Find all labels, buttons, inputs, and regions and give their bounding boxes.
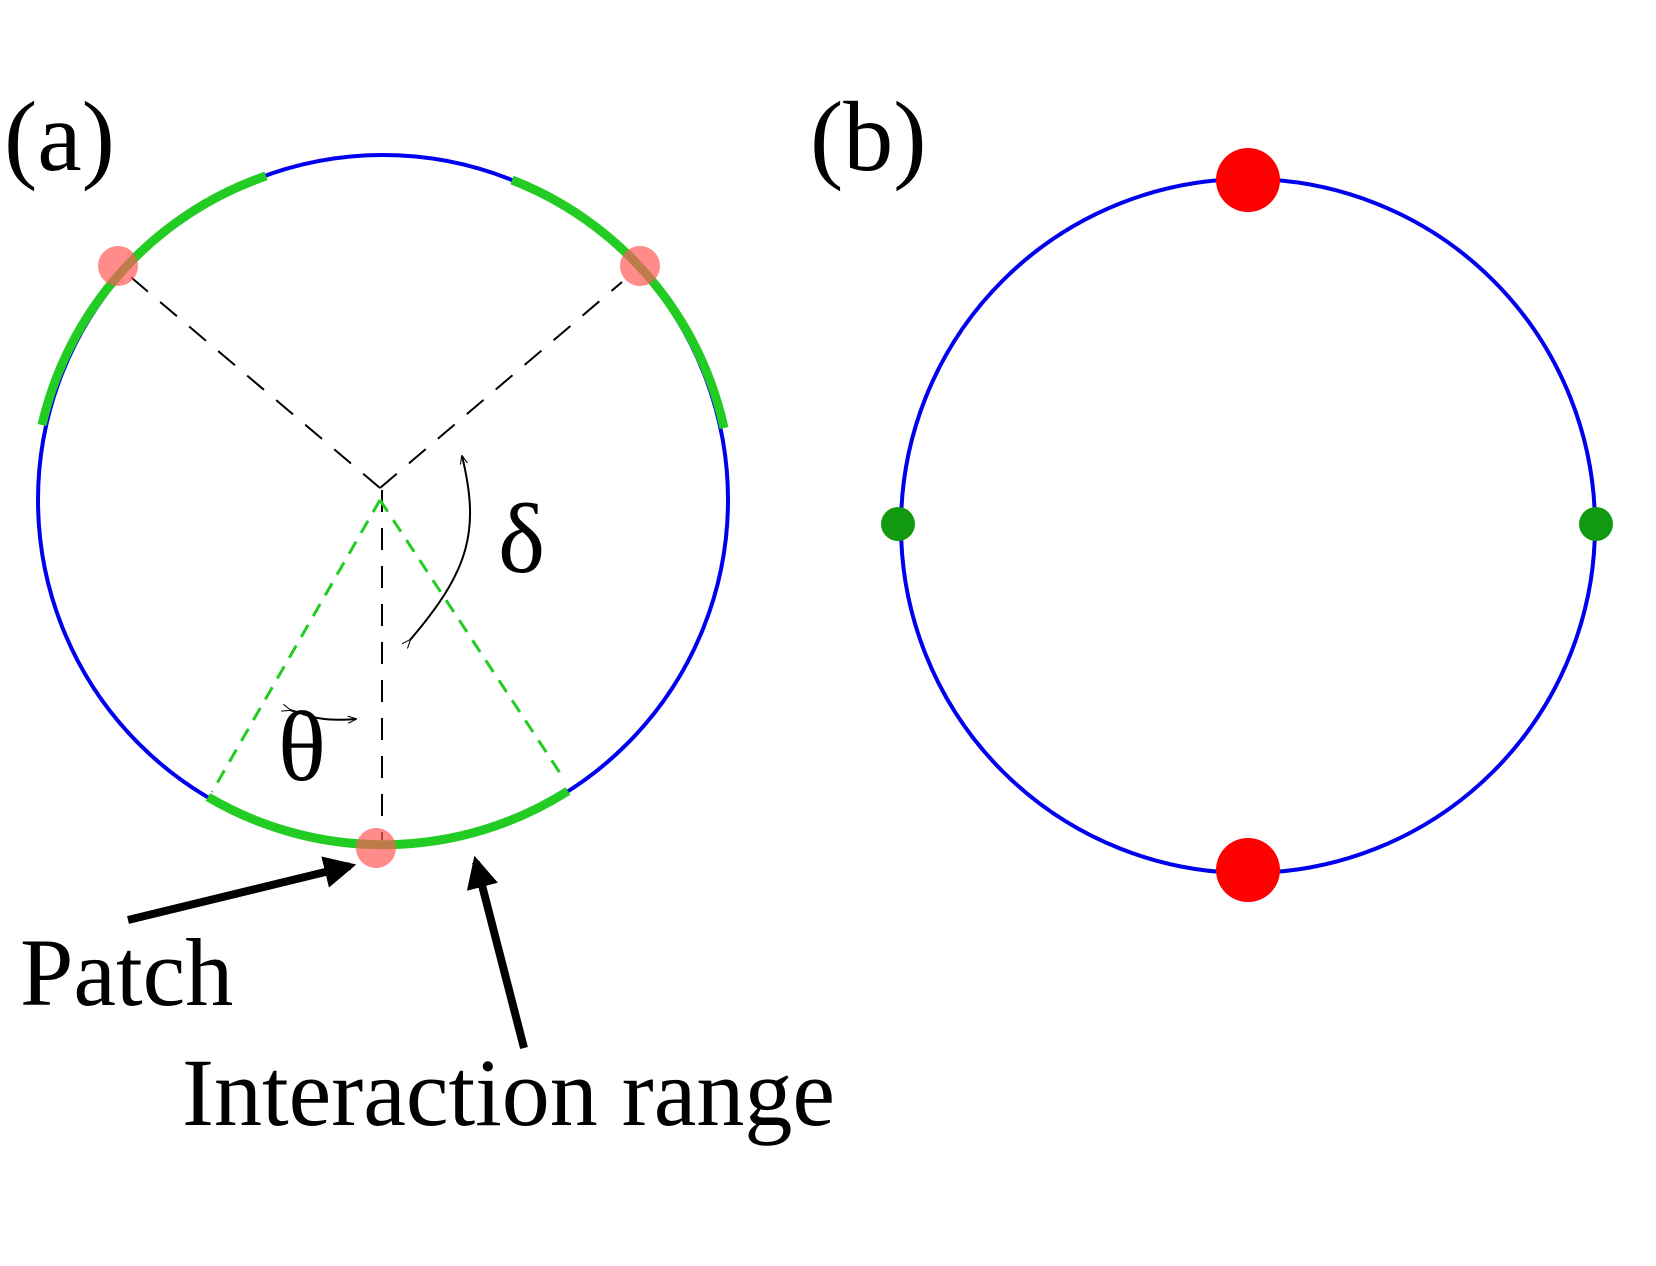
panel-b: (b): [810, 81, 1613, 902]
theta-label: θ: [278, 691, 326, 802]
interaction-arc-left: [37, 171, 268, 427]
interaction-range-pointer-arrow: [466, 855, 528, 1049]
patch-pointer-arrow: [127, 856, 357, 924]
patch-upper-left: [98, 246, 138, 286]
theta-angle-arrow: [290, 710, 356, 720]
patch-caption: Patch: [20, 919, 233, 1026]
particle-circle-b: [899, 177, 1597, 875]
panel-a-label: (a): [4, 81, 115, 192]
panel-b-label: (b): [810, 81, 927, 192]
interaction-arc-right: [510, 175, 729, 429]
large-patch-top: [1216, 148, 1280, 212]
small-patch-left: [881, 507, 915, 541]
delta-label: δ: [498, 483, 545, 594]
patch-upper-right: [620, 246, 660, 286]
green-dashed-left: [210, 499, 382, 793]
small-patch-right: [1579, 507, 1613, 541]
large-patch-bottom: [1216, 838, 1280, 902]
dashed-line-upper-left: [119, 267, 381, 489]
delta-angle-arrow: [410, 456, 472, 640]
panel-a: (a) δ θ Patch Interaction range: [4, 81, 835, 1146]
patch-bottom: [356, 828, 396, 868]
dashed-line-upper-right: [379, 281, 623, 489]
interaction-range-caption: Interaction range: [182, 1039, 835, 1146]
